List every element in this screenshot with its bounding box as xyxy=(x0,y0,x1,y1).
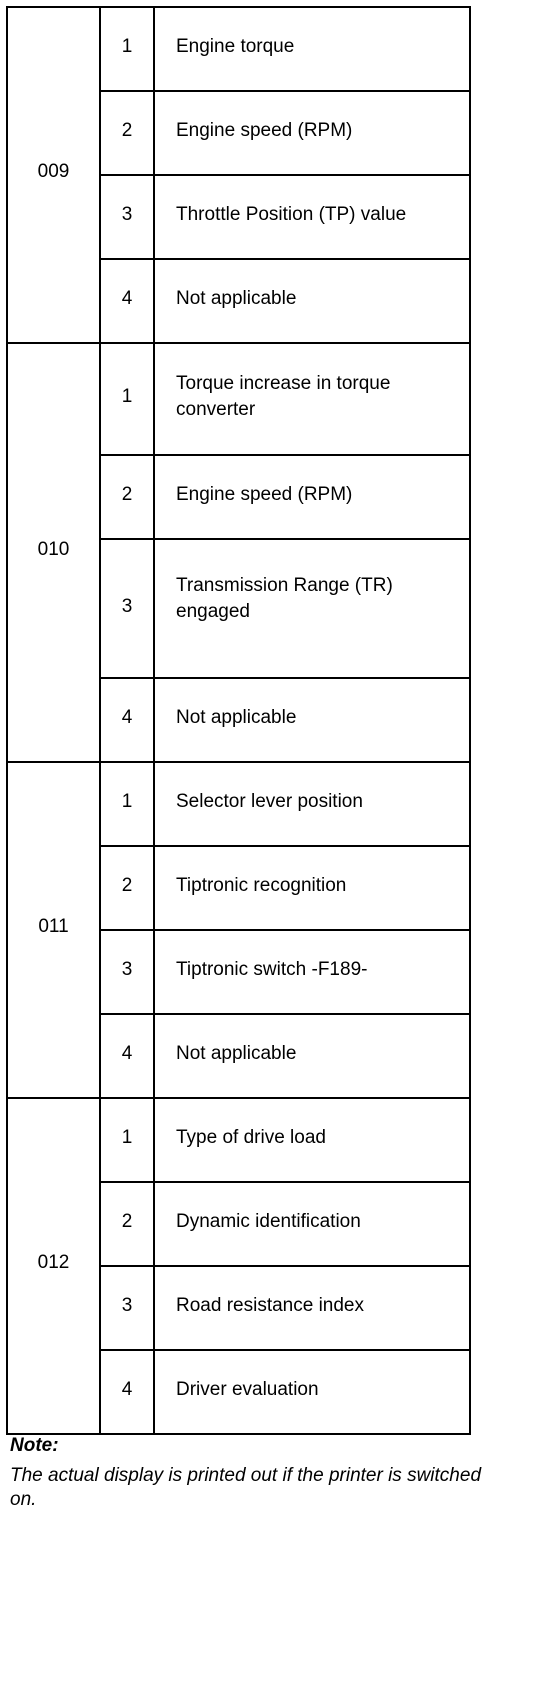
table-row: 3 Throttle Position (TP) value xyxy=(7,174,471,260)
field-description: Tiptronic switch -F189- xyxy=(153,929,471,1015)
field-description: Dynamic identification xyxy=(153,1181,471,1267)
group-number: 011 xyxy=(6,761,101,1099)
field-description: Engine speed (RPM) xyxy=(153,454,471,540)
note-title: Note: xyxy=(10,1435,59,1456)
field-description: Road resistance index xyxy=(153,1265,471,1351)
field-index: 2 xyxy=(99,90,155,176)
field-description: Not applicable xyxy=(153,258,471,344)
field-description: Not applicable xyxy=(153,677,471,763)
field-index: 3 xyxy=(99,174,155,260)
group-number: 010 xyxy=(6,342,101,763)
table-row: 2 Tiptronic recognition xyxy=(7,845,471,931)
field-index: 2 xyxy=(99,1181,155,1267)
field-index: 1 xyxy=(99,761,155,847)
field-index: 4 xyxy=(99,677,155,763)
field-description: Throttle Position (TP) value xyxy=(153,174,471,260)
note-section: Note: The actual display is printed out … xyxy=(10,1434,530,1512)
measured-value-table: 009 1 Engine torque 2 Engine speed (RPM)… xyxy=(6,6,471,1435)
table-row: 3 Tiptronic switch -F189- xyxy=(7,929,471,1015)
field-description: Selector lever position xyxy=(153,761,471,847)
field-description: Transmission Range (TR) engaged xyxy=(153,538,471,679)
field-description: Driver evaluation xyxy=(153,1349,471,1435)
table-row: 2 Engine speed (RPM) xyxy=(7,90,471,176)
field-index: 1 xyxy=(99,1097,155,1183)
field-index: 1 xyxy=(99,6,155,92)
group-number: 012 xyxy=(6,1097,101,1435)
table-row: 3 Road resistance index xyxy=(7,1265,471,1351)
field-index: 2 xyxy=(99,845,155,931)
table-row: 009 1 Engine torque xyxy=(6,6,471,344)
table-row: 012 1 Type of drive load xyxy=(6,1097,471,1435)
group-number: 009 xyxy=(6,6,101,344)
table-row: 2 Engine speed (RPM) xyxy=(7,454,471,540)
table-row: 4 Not applicable xyxy=(7,258,471,344)
note-text: The actual display is printed out if the… xyxy=(10,1465,482,1510)
field-index: 3 xyxy=(99,1265,155,1351)
field-description: Engine speed (RPM) xyxy=(153,90,471,176)
table-row: 2 Dynamic identification xyxy=(7,1181,471,1267)
field-index: 1 xyxy=(99,342,155,456)
field-description: Torque increase in torque converter xyxy=(153,342,471,456)
field-description: Engine torque xyxy=(153,6,471,92)
field-index: 4 xyxy=(99,1349,155,1435)
table-row: 4 Driver evaluation xyxy=(7,1349,471,1435)
field-description: Type of drive load xyxy=(153,1097,471,1183)
field-index: 4 xyxy=(99,258,155,344)
table-row: 3 Transmission Range (TR) engaged xyxy=(7,538,471,679)
field-description: Tiptronic recognition xyxy=(153,845,471,931)
field-description: Not applicable xyxy=(153,1013,471,1099)
field-index: 3 xyxy=(99,538,155,679)
table-row: 011 1 Selector lever position xyxy=(6,761,471,1099)
field-index: 2 xyxy=(99,454,155,540)
field-index: 3 xyxy=(99,929,155,1015)
table-row: 010 1 Torque increase in torque converte… xyxy=(6,342,471,763)
table-row: 4 Not applicable xyxy=(7,677,471,763)
field-index: 4 xyxy=(99,1013,155,1099)
table-row: 4 Not applicable xyxy=(7,1013,471,1099)
